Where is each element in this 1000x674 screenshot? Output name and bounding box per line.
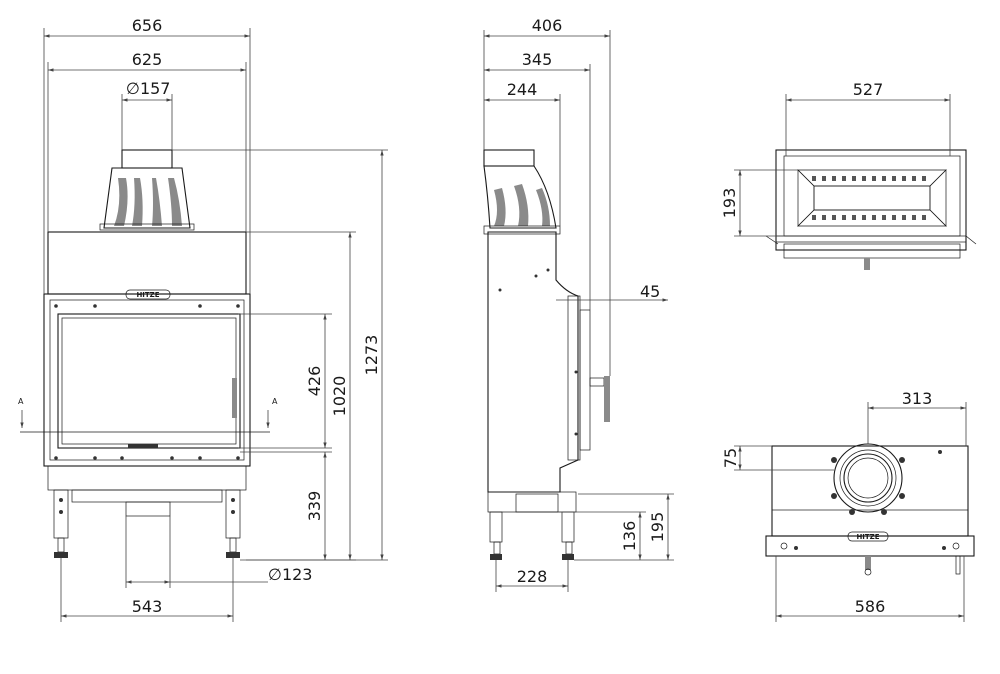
top-firebox xyxy=(797,169,947,227)
plate-outer xyxy=(771,445,969,537)
svg-text:625: 625 xyxy=(132,50,163,69)
svg-text:313: 313 xyxy=(902,389,933,408)
svg-text:75: 75 xyxy=(721,448,740,468)
dim-193: 193 xyxy=(720,169,798,237)
front-flue-collar xyxy=(121,149,173,169)
plate-handle-knob xyxy=(864,568,872,576)
svg-text:339: 339 xyxy=(305,491,324,522)
dim-586: 586 xyxy=(775,556,965,622)
dim-1020: 1020 xyxy=(246,231,356,561)
dim-75: 75 xyxy=(721,445,834,471)
svg-text:656: 656 xyxy=(132,16,163,35)
dim-244: 244 xyxy=(484,80,561,226)
dim-45: 45 xyxy=(556,282,668,302)
front-door-latch xyxy=(128,444,158,448)
dim-426: 426 xyxy=(238,313,332,449)
svg-text:∅157: ∅157 xyxy=(126,79,170,98)
side-leg-back xyxy=(561,511,575,560)
svg-text:∅123: ∅123 xyxy=(268,565,312,584)
dim-157: ∅157 xyxy=(121,79,173,150)
side-air-box xyxy=(515,493,559,513)
dim-136: 136 xyxy=(558,511,646,561)
side-view: 406 345 244 45 136 xyxy=(483,16,674,592)
svg-text:345: 345 xyxy=(522,50,553,69)
front-base xyxy=(47,465,247,491)
svg-text:586: 586 xyxy=(855,597,886,616)
plate-rail-details xyxy=(780,542,960,550)
svg-text:136: 136 xyxy=(620,521,639,552)
svg-text:244: 244 xyxy=(507,80,538,99)
side-flue-collar xyxy=(483,149,535,167)
side-top-flange xyxy=(483,225,561,235)
svg-text:406: 406 xyxy=(532,16,563,35)
plate-flue-bolts xyxy=(831,450,942,515)
dim-543: 543 xyxy=(60,558,234,622)
svg-text:A: A xyxy=(272,397,278,406)
front-flue-transition xyxy=(99,167,195,231)
dim-345: 345 xyxy=(484,50,591,310)
front-top-panel xyxy=(47,231,247,295)
top-clip-left xyxy=(765,235,779,245)
front-bolts xyxy=(54,304,240,460)
top-clip-right xyxy=(965,235,977,245)
plate-lever xyxy=(955,555,961,575)
front-inner-frame xyxy=(49,299,245,461)
front-air-box xyxy=(71,489,223,503)
side-handle xyxy=(604,376,610,422)
top-brick-pattern xyxy=(812,176,926,220)
svg-text:193: 193 xyxy=(720,188,739,219)
svg-text:228: 228 xyxy=(517,567,548,586)
svg-text:195: 195 xyxy=(648,512,667,543)
dim-527: 527 xyxy=(785,80,951,156)
top-outer xyxy=(775,149,967,251)
dim-339: 339 xyxy=(240,451,332,560)
plate-handle xyxy=(865,556,871,570)
front-view: HITZE A xyxy=(18,16,388,622)
top-front-rail xyxy=(775,235,967,243)
side-body xyxy=(487,231,579,493)
top-handle xyxy=(864,258,870,270)
bottom-view: HITZE 313 75 586 xyxy=(721,389,975,622)
svg-text:HITZE: HITZE xyxy=(856,533,879,541)
front-door-handle xyxy=(232,378,237,418)
dim-406: 406 xyxy=(483,16,611,376)
top-door-frame xyxy=(783,243,961,259)
front-door-inner xyxy=(61,317,237,445)
dim-625: 625 xyxy=(47,50,247,232)
front-door-glass xyxy=(57,313,241,449)
dim-313: 313 xyxy=(867,389,967,446)
svg-text:A: A xyxy=(18,397,24,406)
section-marker-right: A xyxy=(266,397,278,428)
side-flue-transition xyxy=(483,165,557,229)
svg-text:1273: 1273 xyxy=(362,335,381,376)
dim-656: 656 xyxy=(43,16,251,294)
svg-text:426: 426 xyxy=(305,366,324,397)
side-leg-front xyxy=(489,511,503,560)
diameter-symbol: ∅ xyxy=(126,79,140,98)
side-handle-arm xyxy=(589,377,605,387)
dim-1273: 1273 xyxy=(172,149,388,561)
front-main-frame xyxy=(43,293,251,467)
dim-228: 228 xyxy=(495,560,569,592)
front-brand-plate: HITZE xyxy=(125,289,171,300)
side-door-glass xyxy=(579,309,591,451)
side-base xyxy=(487,491,577,513)
top-view: 527 193 xyxy=(720,80,977,270)
dim-195: 195 xyxy=(578,493,674,561)
section-marker-left: A xyxy=(18,397,24,428)
front-brand-text: HITZE xyxy=(136,291,159,299)
svg-text:1020: 1020 xyxy=(330,376,349,417)
svg-text:543: 543 xyxy=(132,597,163,616)
side-details xyxy=(498,268,578,436)
front-leg-left xyxy=(53,489,69,558)
svg-text:527: 527 xyxy=(853,80,884,99)
top-insulation xyxy=(783,155,961,237)
dim-123: ∅123 xyxy=(125,516,312,588)
front-air-inlet xyxy=(125,501,171,517)
front-leg-right xyxy=(225,489,241,558)
plate-flue-ring xyxy=(833,443,903,513)
svg-text:45: 45 xyxy=(640,282,660,301)
